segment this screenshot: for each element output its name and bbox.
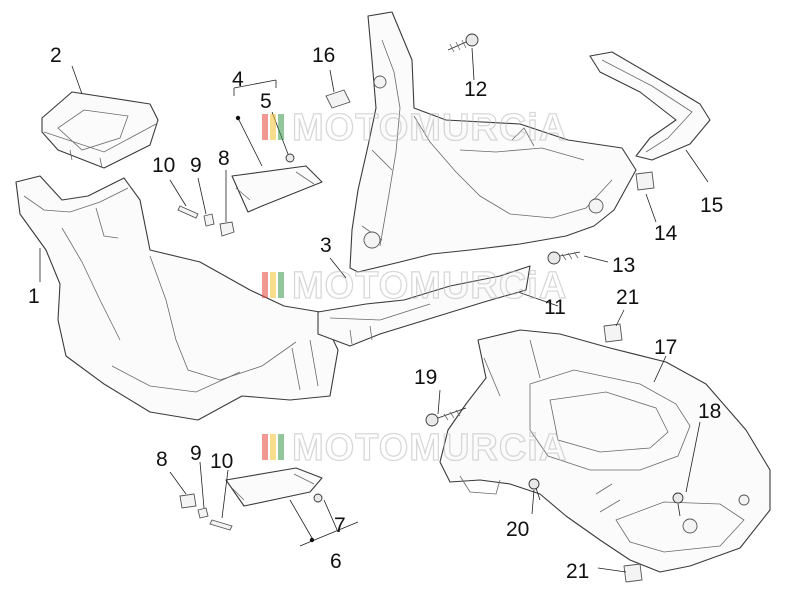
leader-lines xyxy=(39,47,709,573)
callout-labels: 2 1 10 9 8 4 5 16 3 12 11 13 14 15 21 17… xyxy=(28,44,723,583)
callout-20: 20 xyxy=(506,518,529,541)
watermark-middle: MOTOMURCiA xyxy=(262,264,567,308)
callout-6: 6 xyxy=(330,550,342,573)
watermark-text: MOTOMURCiA xyxy=(292,427,567,469)
callout-4: 4 xyxy=(232,68,244,91)
part-18-screw xyxy=(672,492,684,517)
part-11-lower-panel xyxy=(317,265,531,347)
callout-10-lower: 10 xyxy=(210,450,233,473)
callout-16: 16 xyxy=(312,44,335,67)
part-2-tray xyxy=(41,91,159,169)
part-4-5-fastener xyxy=(285,153,295,163)
callout-17: 17 xyxy=(654,336,677,359)
callout-13: 13 xyxy=(612,254,635,277)
watermark-top: MOTOMURCiA xyxy=(262,106,567,150)
callout-5: 5 xyxy=(260,90,272,113)
part-21-clip-upper xyxy=(603,323,623,343)
part-13-screw xyxy=(547,251,581,265)
part-1-front-shield xyxy=(15,175,339,421)
callout-9-upper: 9 xyxy=(190,154,202,177)
part-8-clip-lower xyxy=(179,493,197,509)
part-7-fastener xyxy=(313,493,323,503)
part-3-rear-frame xyxy=(349,11,637,273)
callout-18: 18 xyxy=(698,400,721,423)
part-10-pin-upper xyxy=(177,205,199,219)
part-9-spring-lower xyxy=(197,507,209,519)
part-5-cover-upper xyxy=(231,165,323,213)
callout-11: 11 xyxy=(544,296,566,319)
callout-19: 19 xyxy=(414,366,437,389)
part-6-cover-lower xyxy=(225,467,323,507)
callout-7: 7 xyxy=(334,514,346,537)
callout-12: 12 xyxy=(464,78,487,101)
part-9-spring-upper xyxy=(203,213,215,227)
watermark-text: MOTOMURCiA xyxy=(292,107,567,149)
part-12-screw xyxy=(447,33,479,53)
part-16-clip xyxy=(325,89,351,109)
callout-1: 1 xyxy=(28,285,40,308)
callout-3: 3 xyxy=(320,234,332,257)
callout-15: 15 xyxy=(700,194,723,217)
part-8-clip-upper xyxy=(219,221,235,237)
part-17-rear-body xyxy=(439,329,771,573)
part-10-pin-lower xyxy=(209,519,233,531)
part-21-clip-lower xyxy=(623,563,643,583)
watermark-bottom: MOTOMURCiA xyxy=(262,426,567,470)
part-14-nut xyxy=(635,171,655,191)
callout-14: 14 xyxy=(654,222,678,245)
part-19-screw xyxy=(425,407,467,427)
watermark-text: MOTOMURCiA xyxy=(292,265,567,307)
part-15-bezel xyxy=(589,51,711,161)
part-20-screw xyxy=(528,478,541,501)
callout-9-lower: 9 xyxy=(190,442,202,465)
callout-21-upper: 21 xyxy=(616,286,639,309)
callout-8-upper: 8 xyxy=(218,147,230,170)
callout-21-lower: 21 xyxy=(566,560,589,583)
callout-2: 2 xyxy=(50,44,62,67)
callout-8-lower: 8 xyxy=(156,448,168,471)
callout-10-upper: 10 xyxy=(152,154,175,177)
